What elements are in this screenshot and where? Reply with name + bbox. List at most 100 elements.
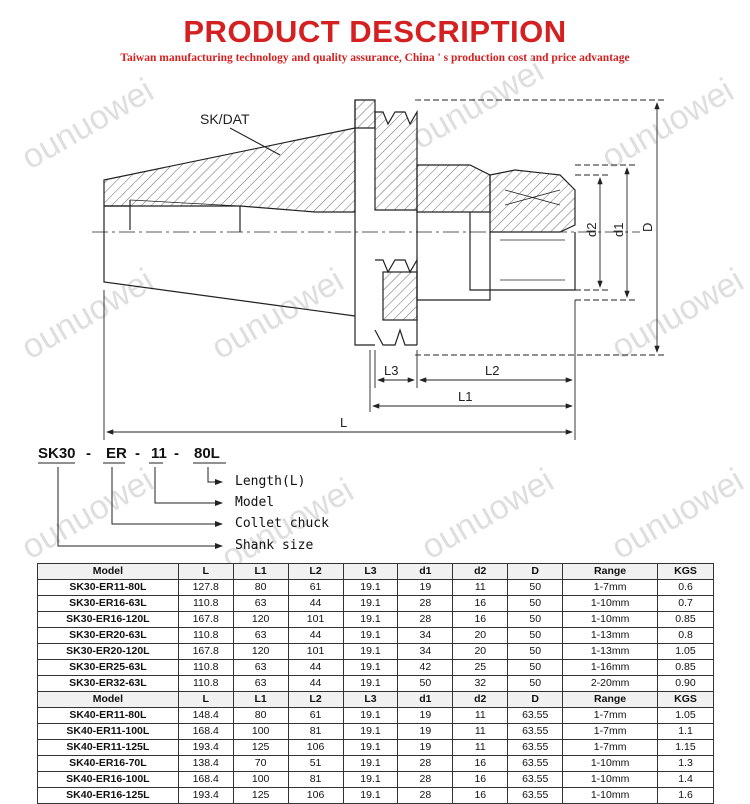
- table-cell: 120: [232, 611, 289, 628]
- legend-collet-chuck: Collet chuck: [235, 516, 329, 531]
- table-cell: 61: [287, 707, 344, 724]
- table-cell: 63.55: [507, 723, 564, 740]
- table-cell: 16: [452, 755, 509, 772]
- dim-L2: L2: [485, 363, 499, 378]
- table-cell: 50: [397, 675, 454, 692]
- column-header: Range: [562, 563, 659, 580]
- table-cell: 20: [452, 643, 509, 660]
- table-cell: 101: [287, 611, 344, 628]
- legend-shank-size: Shank size: [235, 538, 314, 553]
- table-cell: 44: [287, 675, 344, 692]
- legend-length: Length(L): [235, 474, 306, 489]
- table-cell: SK30-ER16-63L: [37, 595, 179, 612]
- table-cell: 19.1: [342, 755, 399, 772]
- watermark-text: ounuowei: [415, 461, 560, 567]
- column-header: L2: [287, 691, 344, 708]
- table-cell: 50: [507, 643, 564, 660]
- table-cell: 63.55: [507, 707, 564, 724]
- table-cell: 63: [232, 659, 289, 676]
- table-cell: 63: [232, 595, 289, 612]
- table-cell: 50: [507, 659, 564, 676]
- table-cell: 1-7mm: [562, 739, 659, 756]
- column-header: d2: [452, 563, 509, 580]
- legend-model: Model: [235, 495, 275, 510]
- table-cell: SK40-ER16-125L: [37, 787, 179, 804]
- table-cell: 28: [397, 755, 454, 772]
- column-header: Model: [37, 691, 179, 708]
- table-cell: 19.1: [342, 579, 399, 596]
- code-dash: -: [135, 445, 140, 462]
- table-cell: 34: [397, 643, 454, 660]
- table-cell: 168.4: [177, 723, 234, 740]
- column-header: d1: [397, 563, 454, 580]
- table-cell: 127.8: [177, 579, 234, 596]
- column-header: L: [177, 691, 234, 708]
- table-cell: 1-13mm: [562, 627, 659, 644]
- column-header: L3: [342, 563, 399, 580]
- table-cell: 101: [287, 643, 344, 660]
- table-cell: 63.55: [507, 755, 564, 772]
- table-cell: 167.8: [177, 643, 234, 660]
- table-cell: SK30-ER20-120L: [37, 643, 179, 660]
- table-cell: 16: [452, 787, 509, 804]
- table-cell: 20: [452, 627, 509, 644]
- watermark-text: ounuowei: [15, 71, 160, 177]
- column-header: L1: [232, 563, 289, 580]
- dim-L3: L3: [384, 363, 398, 378]
- table-cell: 110.8: [177, 659, 234, 676]
- column-header: d1: [397, 691, 454, 708]
- table-cell: 19.1: [342, 643, 399, 660]
- column-header: D: [507, 563, 564, 580]
- table-cell: SK40-ER16-100L: [37, 771, 179, 788]
- table-cell: 167.8: [177, 611, 234, 628]
- table-cell: 80: [232, 707, 289, 724]
- table-cell: 16: [452, 595, 509, 612]
- table-cell: 51: [287, 755, 344, 772]
- table-cell: 63: [232, 675, 289, 692]
- table-cell: 28: [397, 595, 454, 612]
- table-cell: 0.85: [657, 659, 714, 676]
- table-cell: 44: [287, 659, 344, 676]
- watermark-text: ounuowei: [605, 461, 750, 567]
- page-subtitle: Taiwan manufacturing technology and qual…: [120, 52, 630, 64]
- table-cell: 1-7mm: [562, 579, 659, 596]
- table-cell: 80: [232, 579, 289, 596]
- table-cell: 81: [287, 771, 344, 788]
- table-cell: 44: [287, 627, 344, 644]
- watermark-text: ounuowei: [595, 71, 740, 177]
- table-cell: 1.6: [657, 787, 714, 804]
- table-cell: 0.8: [657, 627, 714, 644]
- table-cell: 193.4: [177, 787, 234, 804]
- table-cell: 19.1: [342, 659, 399, 676]
- table-cell: 148.4: [177, 707, 234, 724]
- table-cell: SK40-ER11-125L: [37, 739, 179, 756]
- table-cell: 50: [507, 611, 564, 628]
- table-cell: 125: [232, 739, 289, 756]
- table-cell: 25: [452, 659, 509, 676]
- table-cell: 1.05: [657, 707, 714, 724]
- column-header: D: [507, 691, 564, 708]
- table-cell: 193.4: [177, 739, 234, 756]
- table-cell: 50: [507, 579, 564, 596]
- table-cell: 63: [232, 627, 289, 644]
- table-cell: 50: [507, 675, 564, 692]
- table-cell: 32: [452, 675, 509, 692]
- watermark-text: ounuowei: [15, 461, 160, 567]
- code-leader-lines: [38, 462, 226, 549]
- taper-label: SK/DAT: [200, 111, 250, 127]
- page-title: PRODUCT DESCRIPTION: [183, 14, 567, 49]
- column-header: L1: [232, 691, 289, 708]
- table-cell: 1-10mm: [562, 611, 659, 628]
- code-dash: -: [174, 445, 179, 462]
- table-cell: 1.1: [657, 723, 714, 740]
- table-cell: 19.1: [342, 771, 399, 788]
- vertical-dimensions: [415, 99, 665, 356]
- table-cell: 50: [507, 627, 564, 644]
- table-cell: 50: [507, 595, 564, 612]
- column-header: Range: [562, 691, 659, 708]
